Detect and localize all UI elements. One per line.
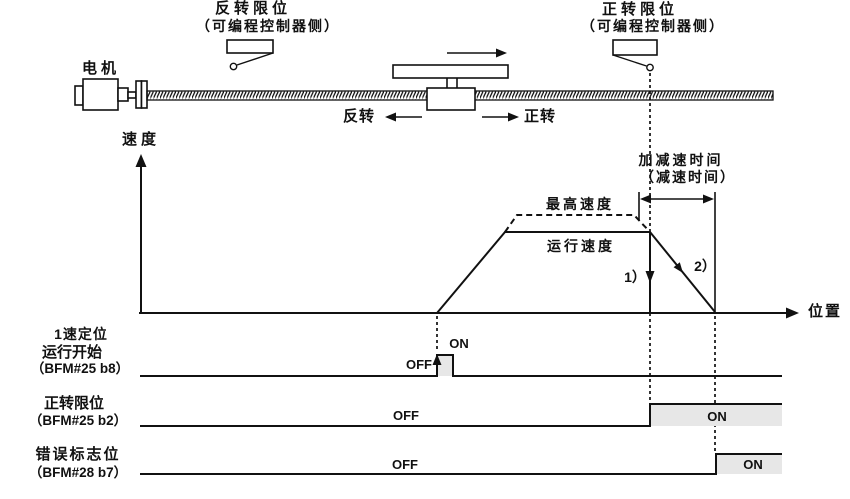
run-speed-label: 运行速度	[547, 238, 615, 254]
reverse-limit-switch-contact	[229, 62, 238, 71]
forward-limit-switch	[612, 39, 658, 72]
coupling-left	[135, 80, 143, 109]
error-flag-on-fill	[716, 454, 782, 474]
motor-body	[82, 78, 119, 111]
signal2-on-label: ON	[707, 409, 727, 424]
signal2-name-line2: （BFM#25 b2）	[28, 413, 128, 428]
forward-limit-switch-lever	[612, 54, 647, 67]
signal1-name-line1: 1速定位	[54, 326, 108, 342]
motor-shaft	[127, 91, 137, 99]
forward-limit-switch-body	[612, 39, 658, 56]
reverse-limit-switch-lever	[236, 52, 274, 66]
marker-2-label: 2）	[694, 258, 716, 274]
decel-time-measure	[638, 192, 716, 313]
signal2-name-line1: 正转限位	[43, 395, 105, 412]
motor-label: 电机	[81, 60, 121, 77]
forward-limit-title: 正转限位	[601, 1, 679, 18]
forward-limit-subtitle: （可编程控制器侧）	[581, 18, 725, 34]
max-speed-dashed-line	[504, 214, 651, 233]
reverse-limit-switch	[226, 39, 274, 71]
forward-direction-label: 正转	[523, 108, 557, 125]
reverse-direction-label: 反转	[342, 108, 376, 125]
signal3-off-label: OFF	[392, 457, 418, 472]
signal3-name-line2: （BFM#28 b7）	[28, 465, 128, 480]
error-flag-signal-trace	[140, 453, 782, 475]
accel-decel-time-label-line1: 加减速时间	[638, 152, 724, 168]
y-axis-label: 速度	[121, 131, 161, 148]
signal3-name-line1: 错误标志位	[35, 446, 121, 463]
decel-stop-arrowhead	[673, 262, 683, 273]
signal1-name-line3: （BFM#25 b8）	[30, 361, 130, 376]
table-slider-block	[426, 87, 476, 111]
immediate-stop-arrowhead	[645, 271, 655, 283]
motor-assembly	[74, 78, 148, 111]
max-speed-label: 最高速度	[546, 196, 614, 212]
forward-limit-signal-trace	[140, 403, 782, 427]
start-signal-trace	[140, 354, 782, 377]
marker-1-label: 1）	[624, 269, 646, 285]
table-plate	[392, 64, 509, 79]
speed-profile-solid	[436, 231, 650, 314]
accel-decel-time-label-line2: （减速时间）	[640, 169, 736, 185]
reverse-limit-title: 反转限位	[214, 0, 292, 17]
signal3-on-label: ON	[743, 457, 763, 472]
reverse-limit-switch-body	[226, 39, 274, 54]
signal1-off-label: OFF	[406, 357, 432, 372]
motor-shaft-housing	[117, 87, 129, 102]
coupling-right	[140, 80, 148, 109]
motor-end-cap	[74, 85, 84, 106]
x-axis-label: 位置	[807, 303, 843, 320]
reverse-limit-subtitle: （可编程控制器侧）	[196, 18, 340, 34]
signal1-on-label: ON	[449, 336, 469, 351]
signal1-name-line2: 运行开始	[41, 344, 103, 361]
forward-limit-switch-contact	[646, 63, 654, 72]
forward-limit-on-fill	[650, 404, 782, 426]
table-assembly	[392, 64, 509, 111]
start-pulse-fill	[437, 355, 453, 376]
signal2-off-label: OFF	[393, 408, 419, 423]
